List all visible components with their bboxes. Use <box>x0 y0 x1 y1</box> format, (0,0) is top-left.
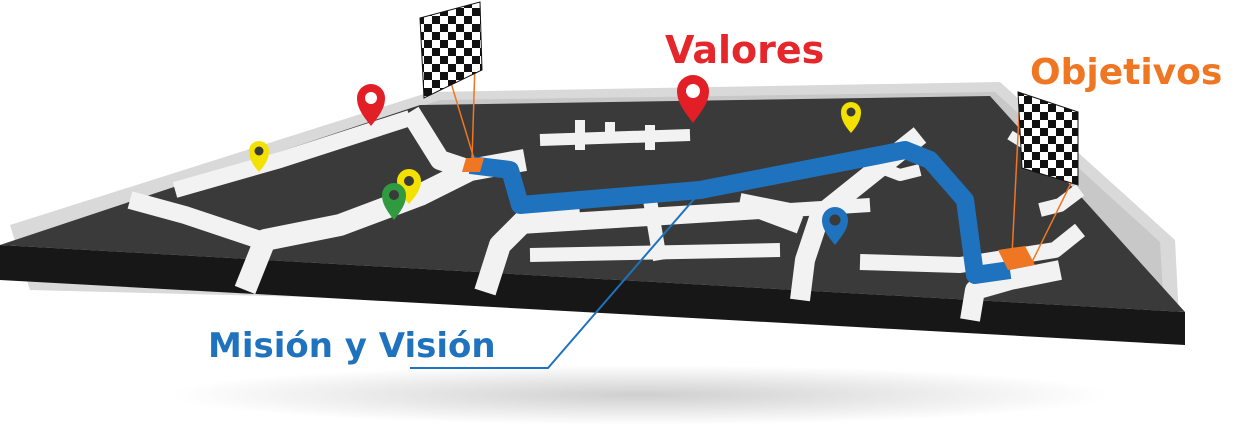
roads <box>127 106 1085 322</box>
label-mision-vision: Misión y Visión <box>208 326 496 366</box>
map-pin-icon <box>841 102 861 133</box>
finish-marker-segment <box>998 246 1035 270</box>
ground-shadow <box>170 365 1110 425</box>
map-side <box>0 245 1185 345</box>
mision-pointer-line <box>410 182 709 369</box>
route-path <box>468 141 1012 284</box>
label-valores: Valores <box>665 28 825 72</box>
map-pin-icon <box>677 75 709 123</box>
checkered-flag-icon <box>419 1 483 99</box>
label-objetivos: Objetivos <box>1030 52 1223 93</box>
map-pin-icon <box>822 207 848 245</box>
start-flag <box>419 1 483 163</box>
finish-flag <box>1011 91 1079 263</box>
checkered-flag-icon <box>1017 91 1079 186</box>
start-marker-segment <box>462 158 484 172</box>
map-pin-icon <box>249 141 269 172</box>
map-pin-icon <box>382 183 406 220</box>
map-pin-icon <box>357 84 385 126</box>
